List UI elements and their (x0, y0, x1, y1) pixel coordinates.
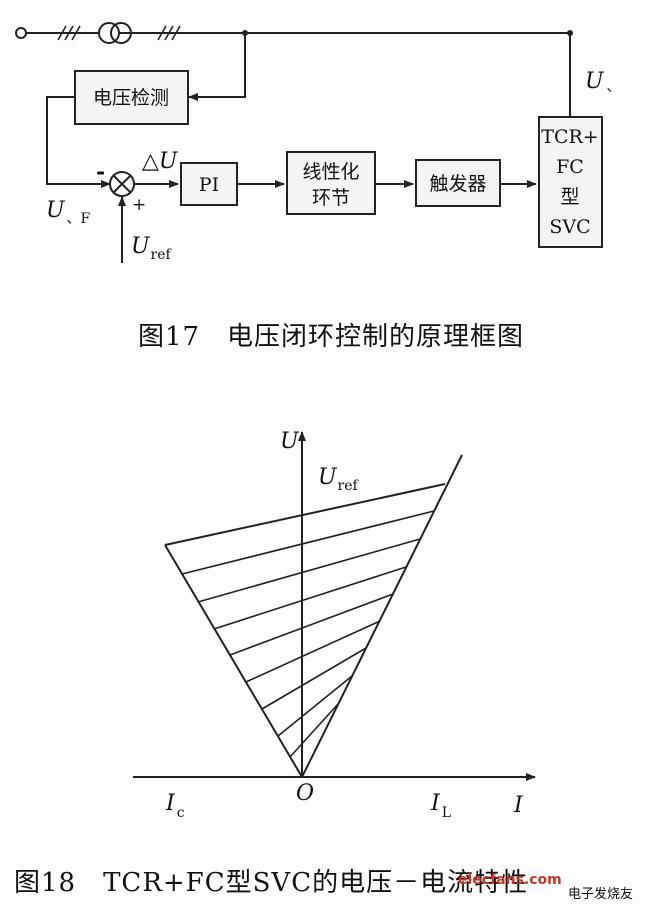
svc-block (538, 116, 603, 248)
three-phase-mark-icon (57, 25, 81, 41)
plus-sign: + (132, 195, 146, 215)
reference-voltage-label: Uref (318, 465, 360, 494)
three-phase-mark-icon (157, 25, 181, 41)
voltage-detector-block (74, 70, 189, 125)
svc-label-line1: TCR+ (541, 126, 598, 148)
summing-junction-icon (109, 171, 135, 197)
linearization-block (286, 151, 376, 215)
linearization-label-line1: 线性化 (302, 161, 359, 183)
pi-label: PI (199, 174, 219, 196)
reference-slope-line (164, 483, 446, 546)
feedback-sense-wire (188, 33, 246, 101)
operating-region-hatch (181, 510, 435, 758)
figure17-caption: 图17 电压闭环控制的原理框图 (138, 322, 524, 352)
svc-label-line2: FC (556, 156, 584, 178)
current-axis-label: I (513, 793, 524, 818)
capacitive-limit-line (164, 544, 303, 778)
transformer-icon (98, 22, 132, 44)
voltage-axis-label: U (280, 429, 300, 454)
feedback-voltage-label: U、F (46, 198, 91, 227)
voltage-detector-label: 电压检测 (93, 87, 169, 109)
block-diagram: 电压检测 - + PI 线性化 环节 触发器 TCR+ FC 型 SVC (15, 22, 621, 352)
trigger-label: 触发器 (429, 173, 486, 195)
figure18-caption: 图18 TCR+FC型SVC的电压－电流特性 (14, 868, 528, 898)
pi-block (180, 162, 238, 206)
delta-u-label: △U (142, 149, 179, 174)
watermark-site: elecfans.com (458, 872, 562, 888)
svc-label-line3: 型 (560, 186, 579, 208)
bus-terminal-icon (15, 27, 27, 39)
feedback-wire (46, 96, 111, 188)
bus-voltage-label: U、 (585, 69, 621, 95)
linearization-label-line2: 环节 (312, 187, 350, 209)
watermark-cn: 电子发烧友 (568, 886, 633, 902)
origin-label: O (296, 781, 314, 806)
minus-sign: - (96, 159, 105, 185)
inductive-limit-line (301, 454, 463, 778)
reference-voltage-label: Uref (131, 234, 173, 263)
svc-label-line4: SVC (549, 216, 590, 238)
watermark: elecfans.com 电子发烧友 (458, 872, 633, 902)
